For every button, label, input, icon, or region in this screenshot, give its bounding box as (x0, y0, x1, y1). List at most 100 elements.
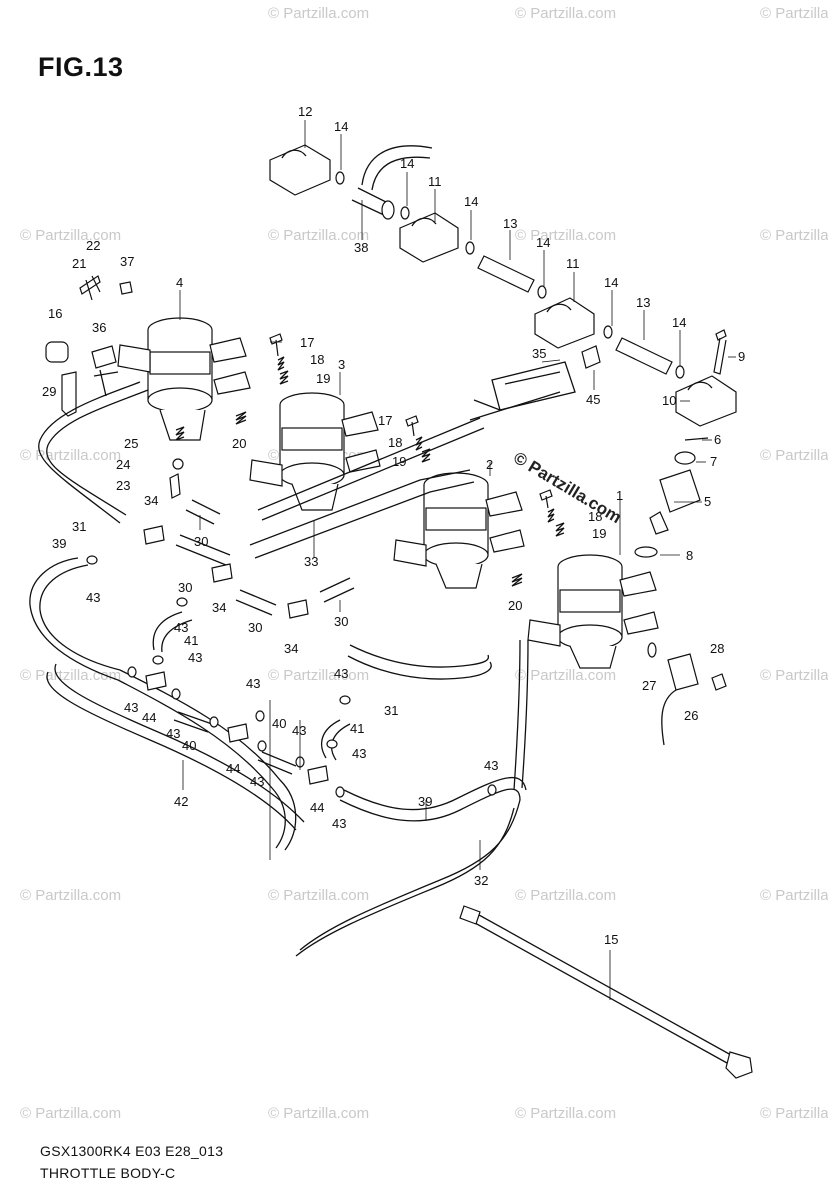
leader-lines (179, 120, 736, 1000)
callout-14: 14 (672, 315, 686, 330)
callout-35: 35 (532, 346, 546, 361)
callout-39: 39 (52, 536, 66, 551)
callout-20: 20 (508, 598, 522, 613)
callout-8: 8 (686, 548, 693, 563)
fuel-rail-assembly (269, 144, 737, 427)
callout-43: 43 (334, 666, 348, 681)
callout-43: 43 (250, 774, 264, 789)
callout-14: 14 (334, 119, 348, 134)
watermark: © Partzilla.com (760, 5, 828, 22)
watermark: © Partzilla.com (268, 667, 369, 684)
callout-41: 41 (184, 633, 198, 648)
callout-3: 3 (338, 357, 345, 372)
hoses-and-tubes (29, 381, 753, 1079)
callout-40: 40 (182, 738, 196, 753)
throttle-body-2 (393, 472, 525, 589)
callout-44: 44 (310, 800, 324, 815)
callout-30: 30 (334, 614, 348, 629)
watermark: © Partzilla.com (760, 227, 828, 244)
callout-43: 43 (332, 816, 346, 831)
callout-30: 30 (194, 534, 208, 549)
callout-43: 43 (292, 723, 306, 738)
watermark: © Partzilla.com (20, 1105, 121, 1122)
callout-10: 10 (662, 393, 676, 408)
callout-14: 14 (400, 156, 414, 171)
callout-24: 24 (116, 457, 130, 472)
callout-11: 11 (428, 174, 442, 189)
callout-16: 16 (48, 306, 62, 321)
watermark: © Partzilla.com (268, 5, 369, 22)
figure-title: FIG.13 (38, 52, 124, 82)
callout-27: 27 (642, 678, 656, 693)
callout-17: 17 (378, 413, 392, 428)
callout-19: 19 (592, 526, 606, 541)
section-name: THROTTLE BODY-C (40, 1165, 176, 1181)
throttle-body-1 (527, 554, 659, 669)
watermark: © Partzilla.com (760, 667, 828, 684)
joints-and-clamps (86, 525, 497, 798)
callout-36: 36 (92, 320, 106, 335)
callout-37: 37 (120, 254, 134, 269)
callout-20: 20 (232, 436, 246, 451)
callout-41: 41 (350, 721, 364, 736)
callout-23: 23 (116, 478, 130, 493)
callout-18: 18 (310, 352, 324, 367)
callout-31: 31 (72, 519, 86, 534)
watermark: © Partzilla.com (760, 447, 828, 464)
callout-43: 43 (124, 700, 138, 715)
watermark: © Partzilla.com (268, 1105, 369, 1122)
callout-7: 7 (710, 454, 717, 469)
callout-13: 13 (636, 295, 650, 310)
callout-43: 43 (166, 726, 180, 741)
callout-14: 14 (536, 235, 550, 250)
callout-44: 44 (226, 761, 240, 776)
callout-6: 6 (714, 432, 721, 447)
callout-34: 34 (212, 600, 226, 615)
throttle-body-4 (117, 317, 251, 441)
callout-32: 32 (474, 873, 488, 888)
callout-34: 34 (144, 493, 158, 508)
callout-15: 15 (604, 932, 618, 947)
screws-and-springs (169, 333, 565, 587)
watermark: © Partzilla.com (760, 1105, 828, 1122)
callout-12: 12 (298, 104, 312, 119)
model-code: GSX1300RK4 E03 E28_013 (40, 1143, 224, 1159)
watermark: © Partzilla.com (760, 887, 828, 904)
watermark: © Partzilla.com (268, 227, 369, 244)
watermark: © Partzilla.com (515, 887, 616, 904)
callout-5: 5 (704, 494, 711, 509)
callout-38: 38 (354, 240, 368, 255)
callout-34: 34 (284, 641, 298, 656)
callout-44: 44 (142, 710, 156, 725)
callout-14: 14 (464, 194, 478, 209)
callout-40: 40 (272, 716, 286, 731)
callout-29: 29 (42, 384, 56, 399)
callout-43: 43 (246, 676, 260, 691)
callout-labels: 12 14 14 11 14 13 14 11 14 13 14 9 10 38… (42, 104, 745, 947)
callout-26: 26 (684, 708, 698, 723)
callout-22: 22 (86, 238, 100, 253)
callout-1: 1 (616, 488, 623, 503)
callout-28: 28 (710, 641, 724, 656)
callout-18: 18 (588, 509, 602, 524)
callout-45: 45 (586, 392, 600, 407)
injector-parts (634, 437, 709, 558)
callout-21: 21 (72, 256, 86, 271)
callout-39: 39 (418, 794, 432, 809)
watermark: © Partzilla.com (20, 227, 121, 244)
callout-31: 31 (384, 703, 398, 718)
callout-30: 30 (178, 580, 192, 595)
callout-43: 43 (484, 758, 498, 773)
callout-42: 42 (174, 794, 188, 809)
callout-18: 18 (388, 435, 402, 450)
callout-30: 30 (248, 620, 262, 635)
watermark: © Partzilla.com (20, 447, 121, 464)
left-side-parts (45, 275, 133, 417)
sensor-parts (647, 642, 727, 746)
watermark: © Partzilla.com (515, 227, 616, 244)
callout-13: 13 (503, 216, 517, 231)
callout-43: 43 (86, 590, 100, 605)
callout-25: 25 (124, 436, 138, 451)
callout-17: 17 (300, 335, 314, 350)
